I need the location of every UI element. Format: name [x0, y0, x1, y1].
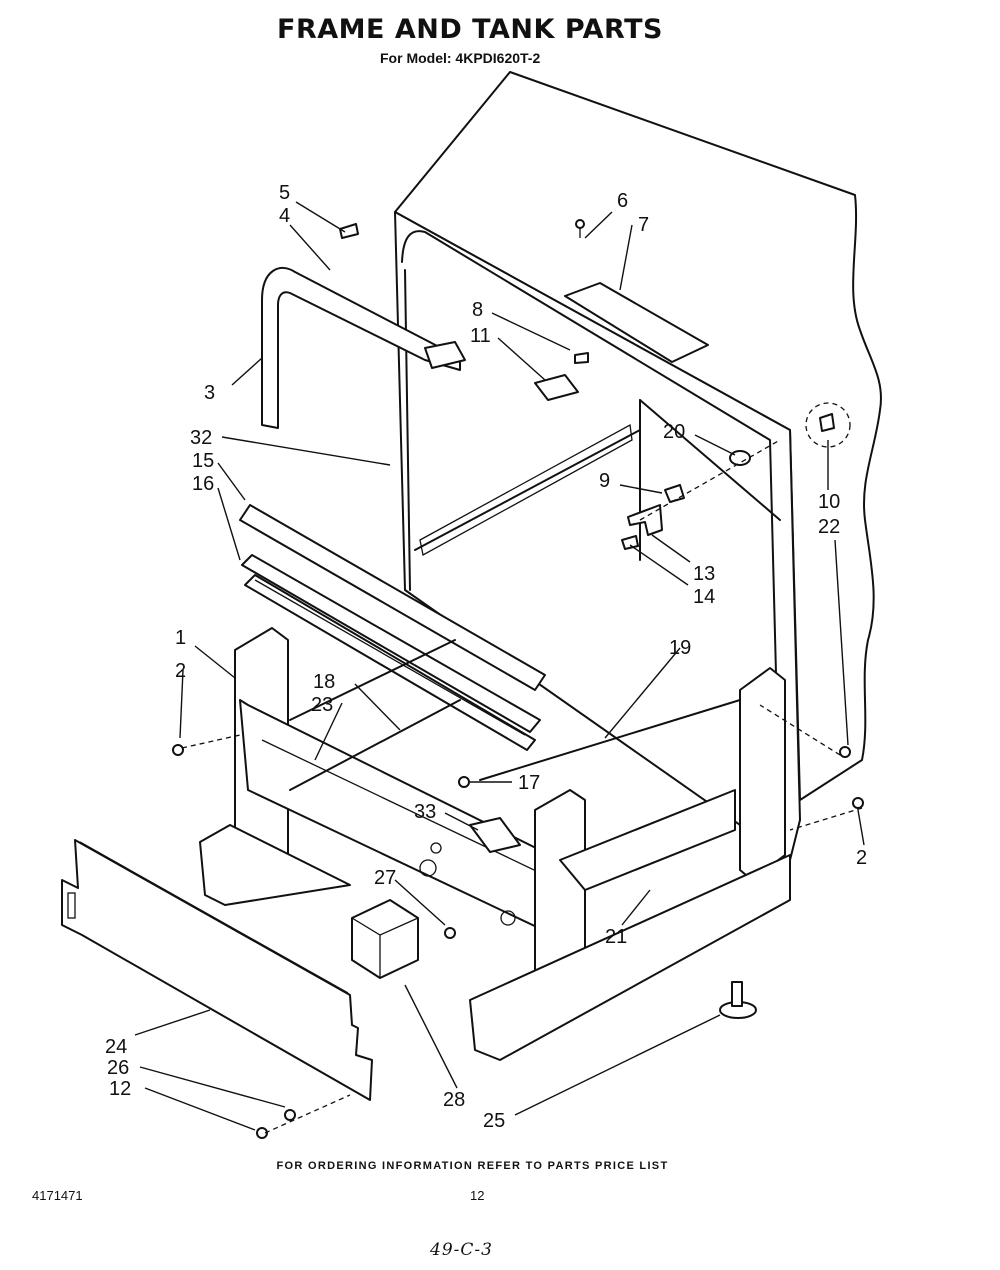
model-line: For Model: 4KPDI620T-2 [380, 50, 541, 66]
callout-32: 32 [190, 427, 212, 449]
top-bracket [534, 219, 709, 401]
callout-9: 9 [599, 470, 610, 492]
control-module [351, 899, 419, 979]
callout-6: 6 [617, 190, 628, 212]
screws [172, 704, 864, 1139]
front-rails [239, 504, 546, 751]
callout-21: 21 [605, 926, 627, 948]
callout-14: 14 [693, 586, 715, 608]
callout-12: 12 [109, 1078, 131, 1100]
callout-11: 11 [470, 325, 491, 347]
callout-19: 19 [669, 637, 691, 659]
callout-1: 1 [175, 627, 186, 649]
callout-26: 26 [107, 1057, 129, 1079]
callout-4: 4 [279, 205, 290, 227]
tank-body [394, 71, 882, 861]
page-title: FRAME AND TANK PARTS [277, 14, 663, 45]
callout-23: 23 [311, 694, 333, 716]
callout-15: 15 [192, 450, 214, 472]
kickplate [61, 839, 373, 1101]
callout-2-right: 2 [856, 847, 867, 869]
callout-27: 27 [374, 867, 396, 889]
callout-16: 16 [192, 473, 214, 495]
callout-28: 28 [443, 1089, 465, 1111]
document-number: 4171471 [32, 1188, 83, 1203]
callout-24: 24 [105, 1036, 127, 1058]
callout-2-left: 2 [175, 660, 186, 682]
handwritten-note: 49-C-3 [430, 1240, 493, 1260]
callout-22: 22 [818, 516, 840, 538]
callout-25: 25 [483, 1110, 505, 1132]
callout-18: 18 [313, 671, 335, 693]
leader-lines [134, 201, 865, 1131]
callout-33: 33 [414, 801, 436, 823]
leveling-foot [719, 981, 757, 1019]
callout-3: 3 [204, 382, 215, 404]
callout-13: 13 [693, 563, 715, 585]
base-frame [199, 627, 791, 1061]
callout-labels: 5 4 6 7 8 11 3 32 15 16 20 9 10 22 13 14… [105, 182, 867, 1132]
callout-17: 17 [518, 772, 540, 794]
callout-7: 7 [638, 214, 649, 236]
ordering-note: FOR ORDERING INFORMATION REFER TO PARTS … [276, 1160, 669, 1172]
callout-5: 5 [279, 182, 290, 204]
page-number: 12 [470, 1188, 485, 1203]
callout-20: 20 [663, 421, 685, 443]
callout-10: 10 [818, 491, 840, 513]
upper-rail-assembly [261, 223, 466, 429]
callout-8: 8 [472, 299, 483, 321]
